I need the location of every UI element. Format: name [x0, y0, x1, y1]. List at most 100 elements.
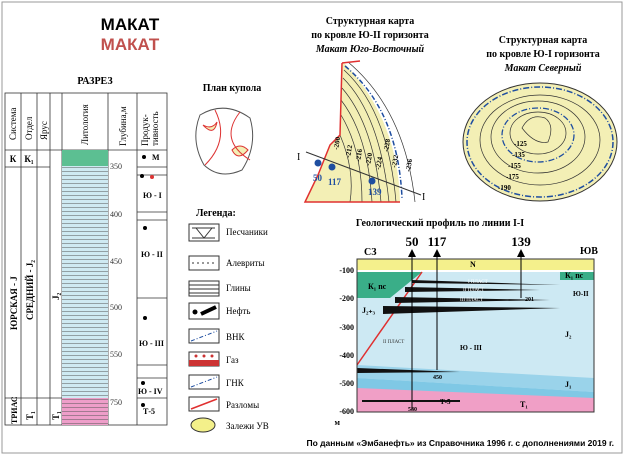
map2-contour-155: -155 — [508, 162, 521, 170]
profile-se-label: ЮВ — [580, 246, 598, 257]
map1-contour-216: -216 — [354, 148, 364, 163]
plast-label-4: II ПЛАСТ — [383, 340, 404, 345]
depth-350: 350 — [110, 162, 122, 171]
structural-map-yu2: Структурная карта по кровле Ю-II горизон… — [297, 16, 429, 203]
stage-j2: J₂ — [51, 293, 61, 301]
map2-title-3: Макат Северный — [504, 63, 582, 74]
system-triassic: ТРИАС — [10, 396, 19, 424]
map1-contour-232: -232 — [390, 154, 400, 169]
profile-well-139: 139 — [511, 234, 531, 249]
map1-contour-220: -220 — [364, 152, 374, 167]
plast-label-2: II ПЛАСТ — [463, 288, 484, 293]
header-productivity-2: тивность — [150, 111, 160, 146]
map1-title-2: по кровле Ю-II горизонта — [311, 30, 428, 41]
legend: Легенда: Песчаники Алевриты Глины Нефть … — [188, 208, 269, 433]
layer-k1nc-east: К₁ nс — [565, 271, 584, 280]
legend-gas: Газ — [226, 355, 239, 365]
depth-500: 500 — [110, 303, 122, 312]
legend-siltstone: Алевриты — [226, 258, 265, 268]
title-sub: МАКАТ — [101, 35, 160, 54]
well-depth-450: 450 — [433, 375, 442, 381]
layer-j2: J₂ — [565, 330, 572, 339]
dome-plan-figure — [195, 107, 254, 175]
depth-550: 550 — [110, 350, 122, 359]
prod-yu2: Ю - II — [141, 250, 163, 259]
map1-contour-224: -224 — [374, 156, 384, 171]
map2-contour-125: -125 — [514, 140, 527, 148]
map1-line-label-w: I — [297, 152, 300, 163]
profile-well-50: 50 — [406, 234, 419, 249]
source-footnote: По данным «Эмбанефть» из Справочника 199… — [306, 438, 614, 448]
depth-750: 750 — [110, 398, 122, 407]
legend-faults: Разломы — [226, 400, 259, 410]
geological-profile: Геологический профиль по линии I-I СЗ ЮВ… — [335, 218, 599, 427]
y-tick--400: -400 — [339, 351, 354, 360]
section-title: РАЗРЕЗ — [77, 76, 112, 87]
legend-clay: Глины — [226, 283, 251, 293]
plast-label-1: I ПЛАСТ — [468, 280, 488, 285]
header-stage: Ярус — [39, 121, 49, 140]
stage-t1: Т₁ — [51, 411, 61, 420]
header-productivity-1: Продук- — [140, 114, 150, 146]
layer-j2-3: J₂₊₃ — [362, 306, 376, 315]
y-unit: м — [335, 418, 341, 427]
map1-title-3: Макат Юго-Восточный — [315, 44, 425, 55]
y-tick--300: -300 — [339, 323, 354, 332]
profile-well-117: 117 — [428, 234, 447, 249]
map2-contour-190: -190 — [498, 184, 511, 192]
map1-line-label-e: I — [422, 192, 425, 203]
layer-j1: J₁ — [565, 380, 572, 389]
header-lithology: Литология — [80, 104, 90, 145]
y-tick--100: -100 — [339, 266, 354, 275]
y-tick--500: -500 — [339, 379, 354, 388]
header-depth: Глубина,м — [118, 106, 128, 146]
prod-yu3: Ю - III — [139, 339, 164, 348]
layer-n: N — [470, 260, 476, 269]
map2-contour-175: -175 — [506, 173, 519, 181]
map2-title-1: Структурная карта — [499, 35, 587, 46]
header-series: Отдел — [24, 116, 34, 140]
map1-contour-236: -236 — [404, 158, 414, 173]
legend-goc: ГНК — [226, 378, 245, 388]
map1-contour-200: -200 — [332, 136, 342, 151]
layer-t1: Т₁ — [520, 400, 528, 409]
depth-450: 450 — [110, 257, 122, 266]
structural-map-yu1: Структурная карта по кровле Ю-I горизонт… — [462, 35, 618, 202]
horizon-t5: Т-5 — [440, 398, 451, 406]
title-main: МАКАТ — [101, 15, 160, 34]
profile-nw-label: СЗ — [364, 247, 377, 258]
legend-oil: Нефть — [226, 306, 250, 316]
prod-yu4: Ю - IV — [138, 387, 163, 396]
y-tick--200: -200 — [339, 294, 354, 303]
horizon-yu3: Ю - III — [460, 344, 482, 352]
series-t1: Т₁ — [25, 411, 35, 420]
map1-well-117: 117 — [328, 177, 342, 187]
plast-label-3: III ПЛАСТ — [460, 298, 483, 303]
prod-yu1: Ю - I — [143, 191, 162, 200]
map1-well-139: 139 — [368, 187, 382, 197]
stratigraphic-column: РАЗРЕЗ Система Отдел Ярус Литология Глуб… — [4, 76, 168, 426]
map1-title-1: Структурная карта — [326, 16, 414, 27]
depth-400: 400 — [110, 210, 122, 219]
well-depth-201: 201 — [525, 297, 534, 303]
legend-title: Легенда: — [196, 208, 236, 219]
layer-k1nc-west: К₁ nс — [368, 282, 387, 291]
y-tick--600: -600 — [339, 407, 354, 416]
series-middle: СРЕДНИЙ - J₂ — [25, 260, 35, 320]
legend-deposits: Залежи УВ — [226, 421, 269, 431]
system-jurassic: ЮРСКАЯ - J — [9, 276, 19, 330]
legend-sandstone: Песчаники — [226, 227, 268, 237]
map1-contour-228: -228 — [382, 138, 392, 153]
header-system: Система — [8, 108, 18, 140]
horizon-yu2: Ю-II — [573, 290, 589, 298]
system-k: К — [10, 154, 17, 164]
prod-m: М — [152, 153, 160, 162]
map1-well-50: 50 — [313, 173, 323, 183]
series-k1: К₁ — [24, 154, 34, 164]
profile-title: Геологический профиль по линии I-I — [356, 218, 524, 229]
map2-title-2: по кровле Ю-I горизонта — [486, 49, 600, 60]
legend-owc: ВНК — [226, 332, 246, 342]
prod-t5: Т-5 — [143, 407, 155, 416]
dome-plan-title: План купола — [203, 83, 262, 94]
map2-contour-135: -135 — [512, 151, 525, 159]
